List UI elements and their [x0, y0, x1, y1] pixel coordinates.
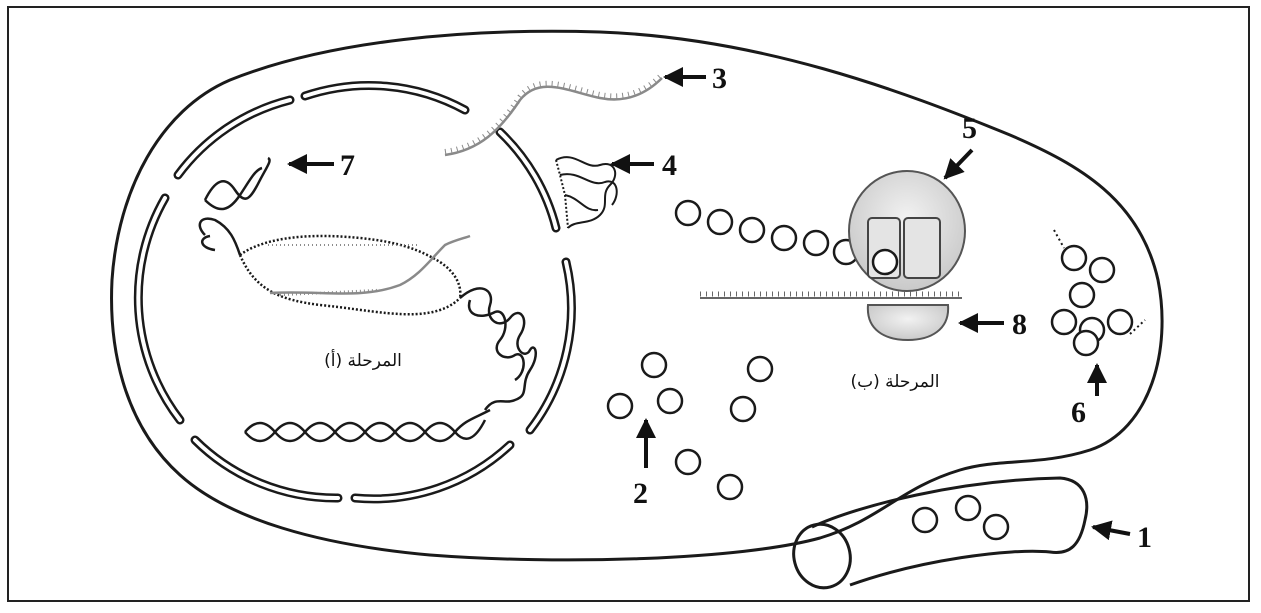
mrna-strand [445, 75, 662, 155]
label-1: 1 [1137, 521, 1152, 554]
polypeptide-chain [676, 201, 858, 264]
label-arrows [289, 77, 1130, 534]
label-4: 4 [662, 149, 677, 182]
dna-transcription-bubble [240, 236, 460, 314]
stage-a-label: المرحلة (أ) [324, 349, 402, 371]
label-2: 2 [633, 477, 648, 510]
label-6: 6 [1071, 396, 1086, 429]
arrow-1 [1093, 527, 1130, 534]
blood-vessel [787, 478, 1087, 594]
label-5: 5 [962, 112, 977, 145]
label-3: 3 [712, 62, 727, 95]
mrna-on-ribosome [700, 294, 962, 298]
amino-acid-cluster [1052, 246, 1132, 355]
ribosome-small-subunit [868, 305, 948, 340]
ribosome-large-subunit [849, 171, 965, 291]
trna-cluster [556, 157, 617, 228]
arrow-5 [945, 150, 972, 178]
dna-helix-top [200, 158, 270, 255]
stage-b-label: المرحلة (ب) [850, 372, 939, 392]
label-7: 7 [340, 149, 355, 182]
label-8: 8 [1012, 308, 1027, 341]
dna-helix-bottom [245, 410, 490, 441]
dna-helix-right [460, 288, 536, 410]
vessel-amino-acids [913, 496, 1008, 539]
